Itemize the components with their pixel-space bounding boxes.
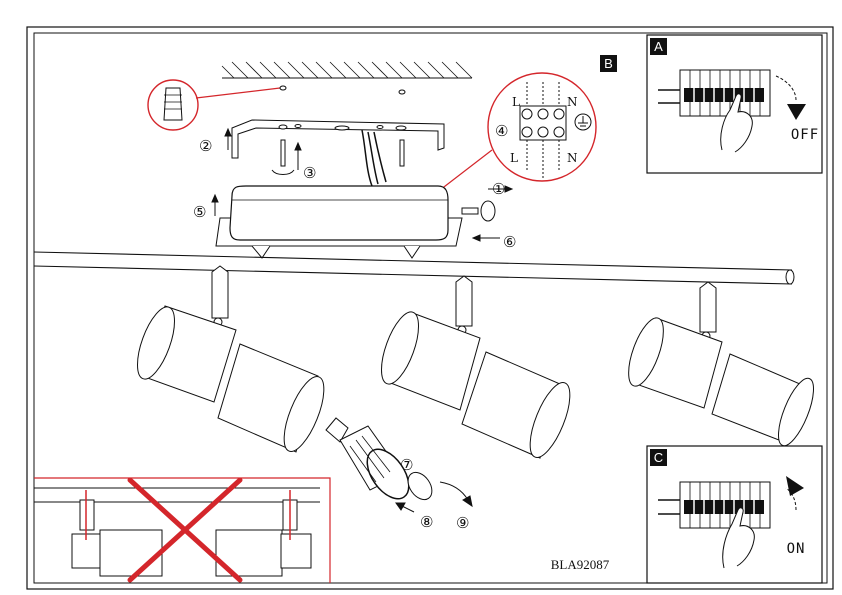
off-label: OFF xyxy=(791,127,819,143)
step-5: ⑤ xyxy=(193,203,206,221)
step-arrows xyxy=(211,127,514,513)
step-2: ② xyxy=(199,137,212,155)
terminal-block-detail: L N L N xyxy=(439,72,597,191)
spotlight-bar xyxy=(33,251,795,285)
spotlight-3 xyxy=(628,281,814,447)
gu10-bulb xyxy=(325,417,433,501)
mounting-bracket xyxy=(231,119,445,187)
red-cross-icon xyxy=(127,477,243,583)
terminal-neutral-top: N xyxy=(567,95,578,109)
terminal-live-top: L xyxy=(512,95,520,109)
step-6: ⑥ xyxy=(503,233,516,251)
ceiling-hatch xyxy=(221,61,473,79)
panel-a-letter: A xyxy=(654,39,663,54)
inner-border xyxy=(33,32,828,584)
rotate-arrow-icon xyxy=(271,169,295,175)
step-3: ③ xyxy=(303,164,316,182)
hand-icon-on xyxy=(722,507,755,569)
wrong-installation-inset xyxy=(34,477,331,583)
panel-b-badge xyxy=(600,55,617,72)
step-8: ⑧ xyxy=(420,513,433,531)
panel-c-on: C ON xyxy=(646,445,823,584)
spotlight-1 xyxy=(137,265,325,453)
step-1: ① xyxy=(492,180,505,198)
switch-up-arrow-icon xyxy=(786,476,804,496)
panel-b-letter: B xyxy=(604,56,613,71)
spotlight-2 xyxy=(381,275,571,459)
panel-c-badge xyxy=(650,449,667,466)
on-label: ON xyxy=(787,541,806,557)
panel-a-off: A OFF xyxy=(646,34,823,174)
ceiling-canopy xyxy=(215,185,496,259)
step-9: ⑨ xyxy=(456,514,469,532)
step-4: ④ xyxy=(495,122,508,140)
panel-a-badge xyxy=(650,38,667,55)
terminal-live-bottom: L xyxy=(510,151,518,165)
switch-down-arrow-icon xyxy=(787,104,806,120)
panel-c-letter: C xyxy=(654,450,663,465)
hand-icon xyxy=(720,93,753,153)
product-code: BLA92087 xyxy=(551,557,610,572)
wall-plug-detail xyxy=(147,79,406,131)
terminal-neutral-bottom: N xyxy=(567,151,578,165)
outer-border xyxy=(26,26,834,590)
